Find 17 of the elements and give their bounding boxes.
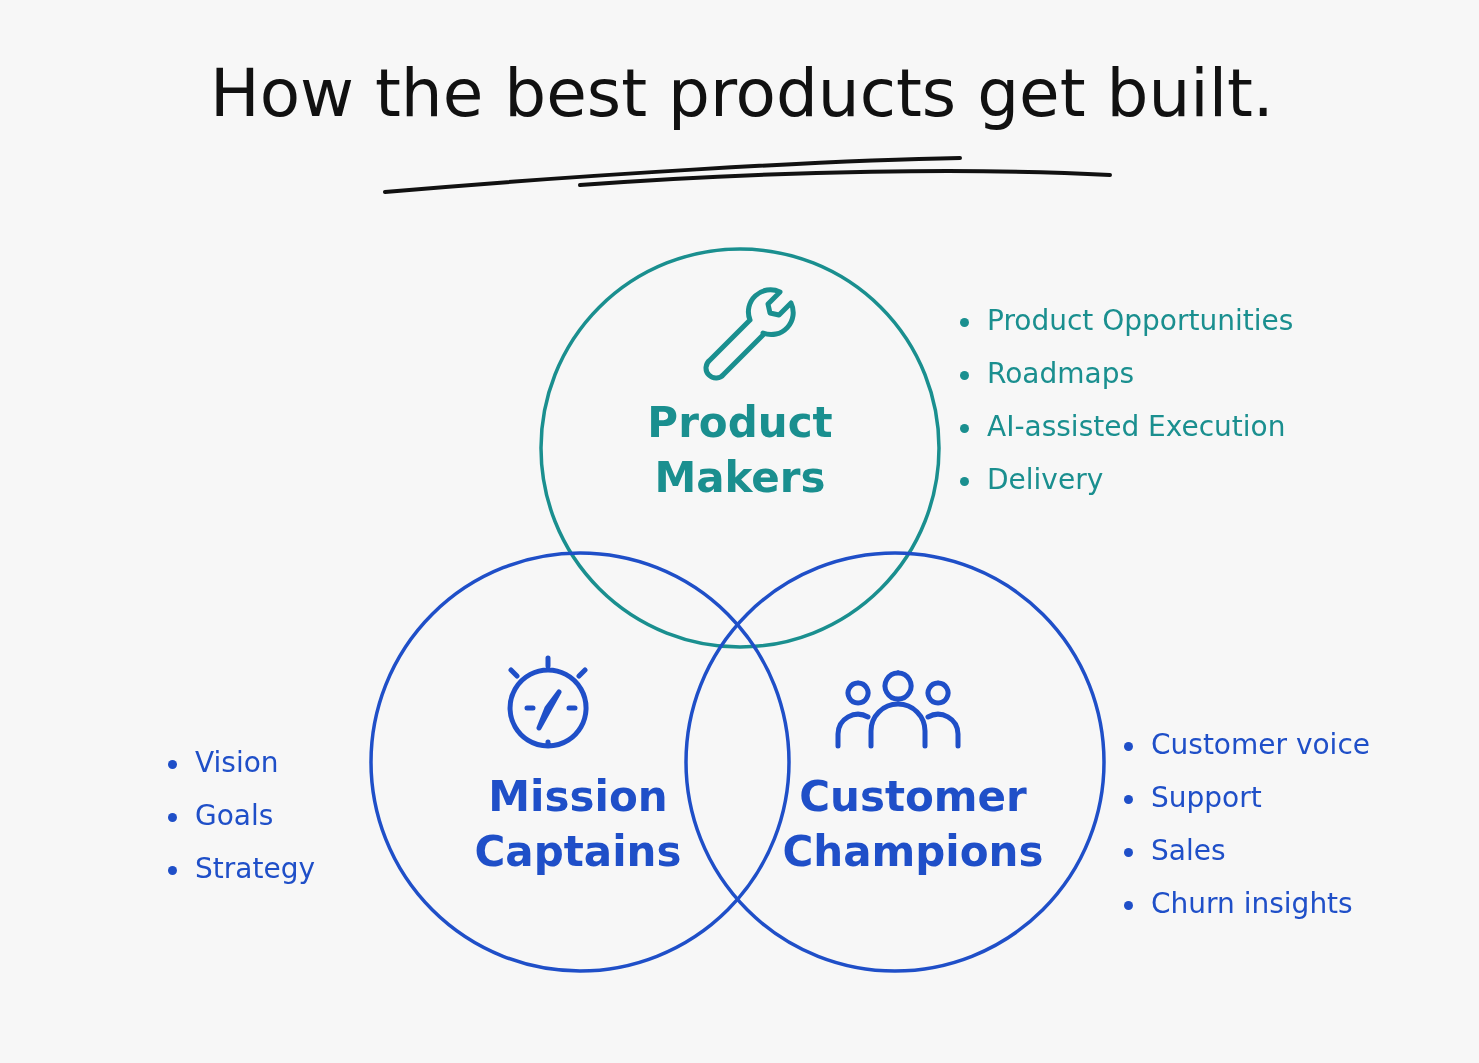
- bullet-text: Delivery: [987, 463, 1104, 496]
- circle-label: Product Makers: [646, 397, 834, 504]
- bullet-text: AI-assisted Execution: [987, 410, 1286, 443]
- bullet-text: Strategy: [195, 852, 315, 885]
- bullet-text: Customer voice: [1151, 728, 1370, 761]
- bullet-text: Roadmaps: [987, 357, 1135, 390]
- venn-circle: [683, 550, 1107, 974]
- bullet-text: Sales: [1151, 834, 1226, 867]
- venn-circle: [538, 246, 942, 650]
- bullet-text: Churn insights: [1151, 887, 1353, 920]
- bullet-text: Vision: [195, 746, 279, 779]
- bullet-text: Support: [1151, 781, 1262, 814]
- circle-label: Customer Champions: [781, 771, 1045, 878]
- bullet-text: Product Opportunities: [987, 304, 1294, 337]
- bullet-text: Goals: [195, 799, 274, 832]
- title: How the best products get built.: [210, 55, 1274, 132]
- circle-label: Mission Captains: [473, 771, 683, 878]
